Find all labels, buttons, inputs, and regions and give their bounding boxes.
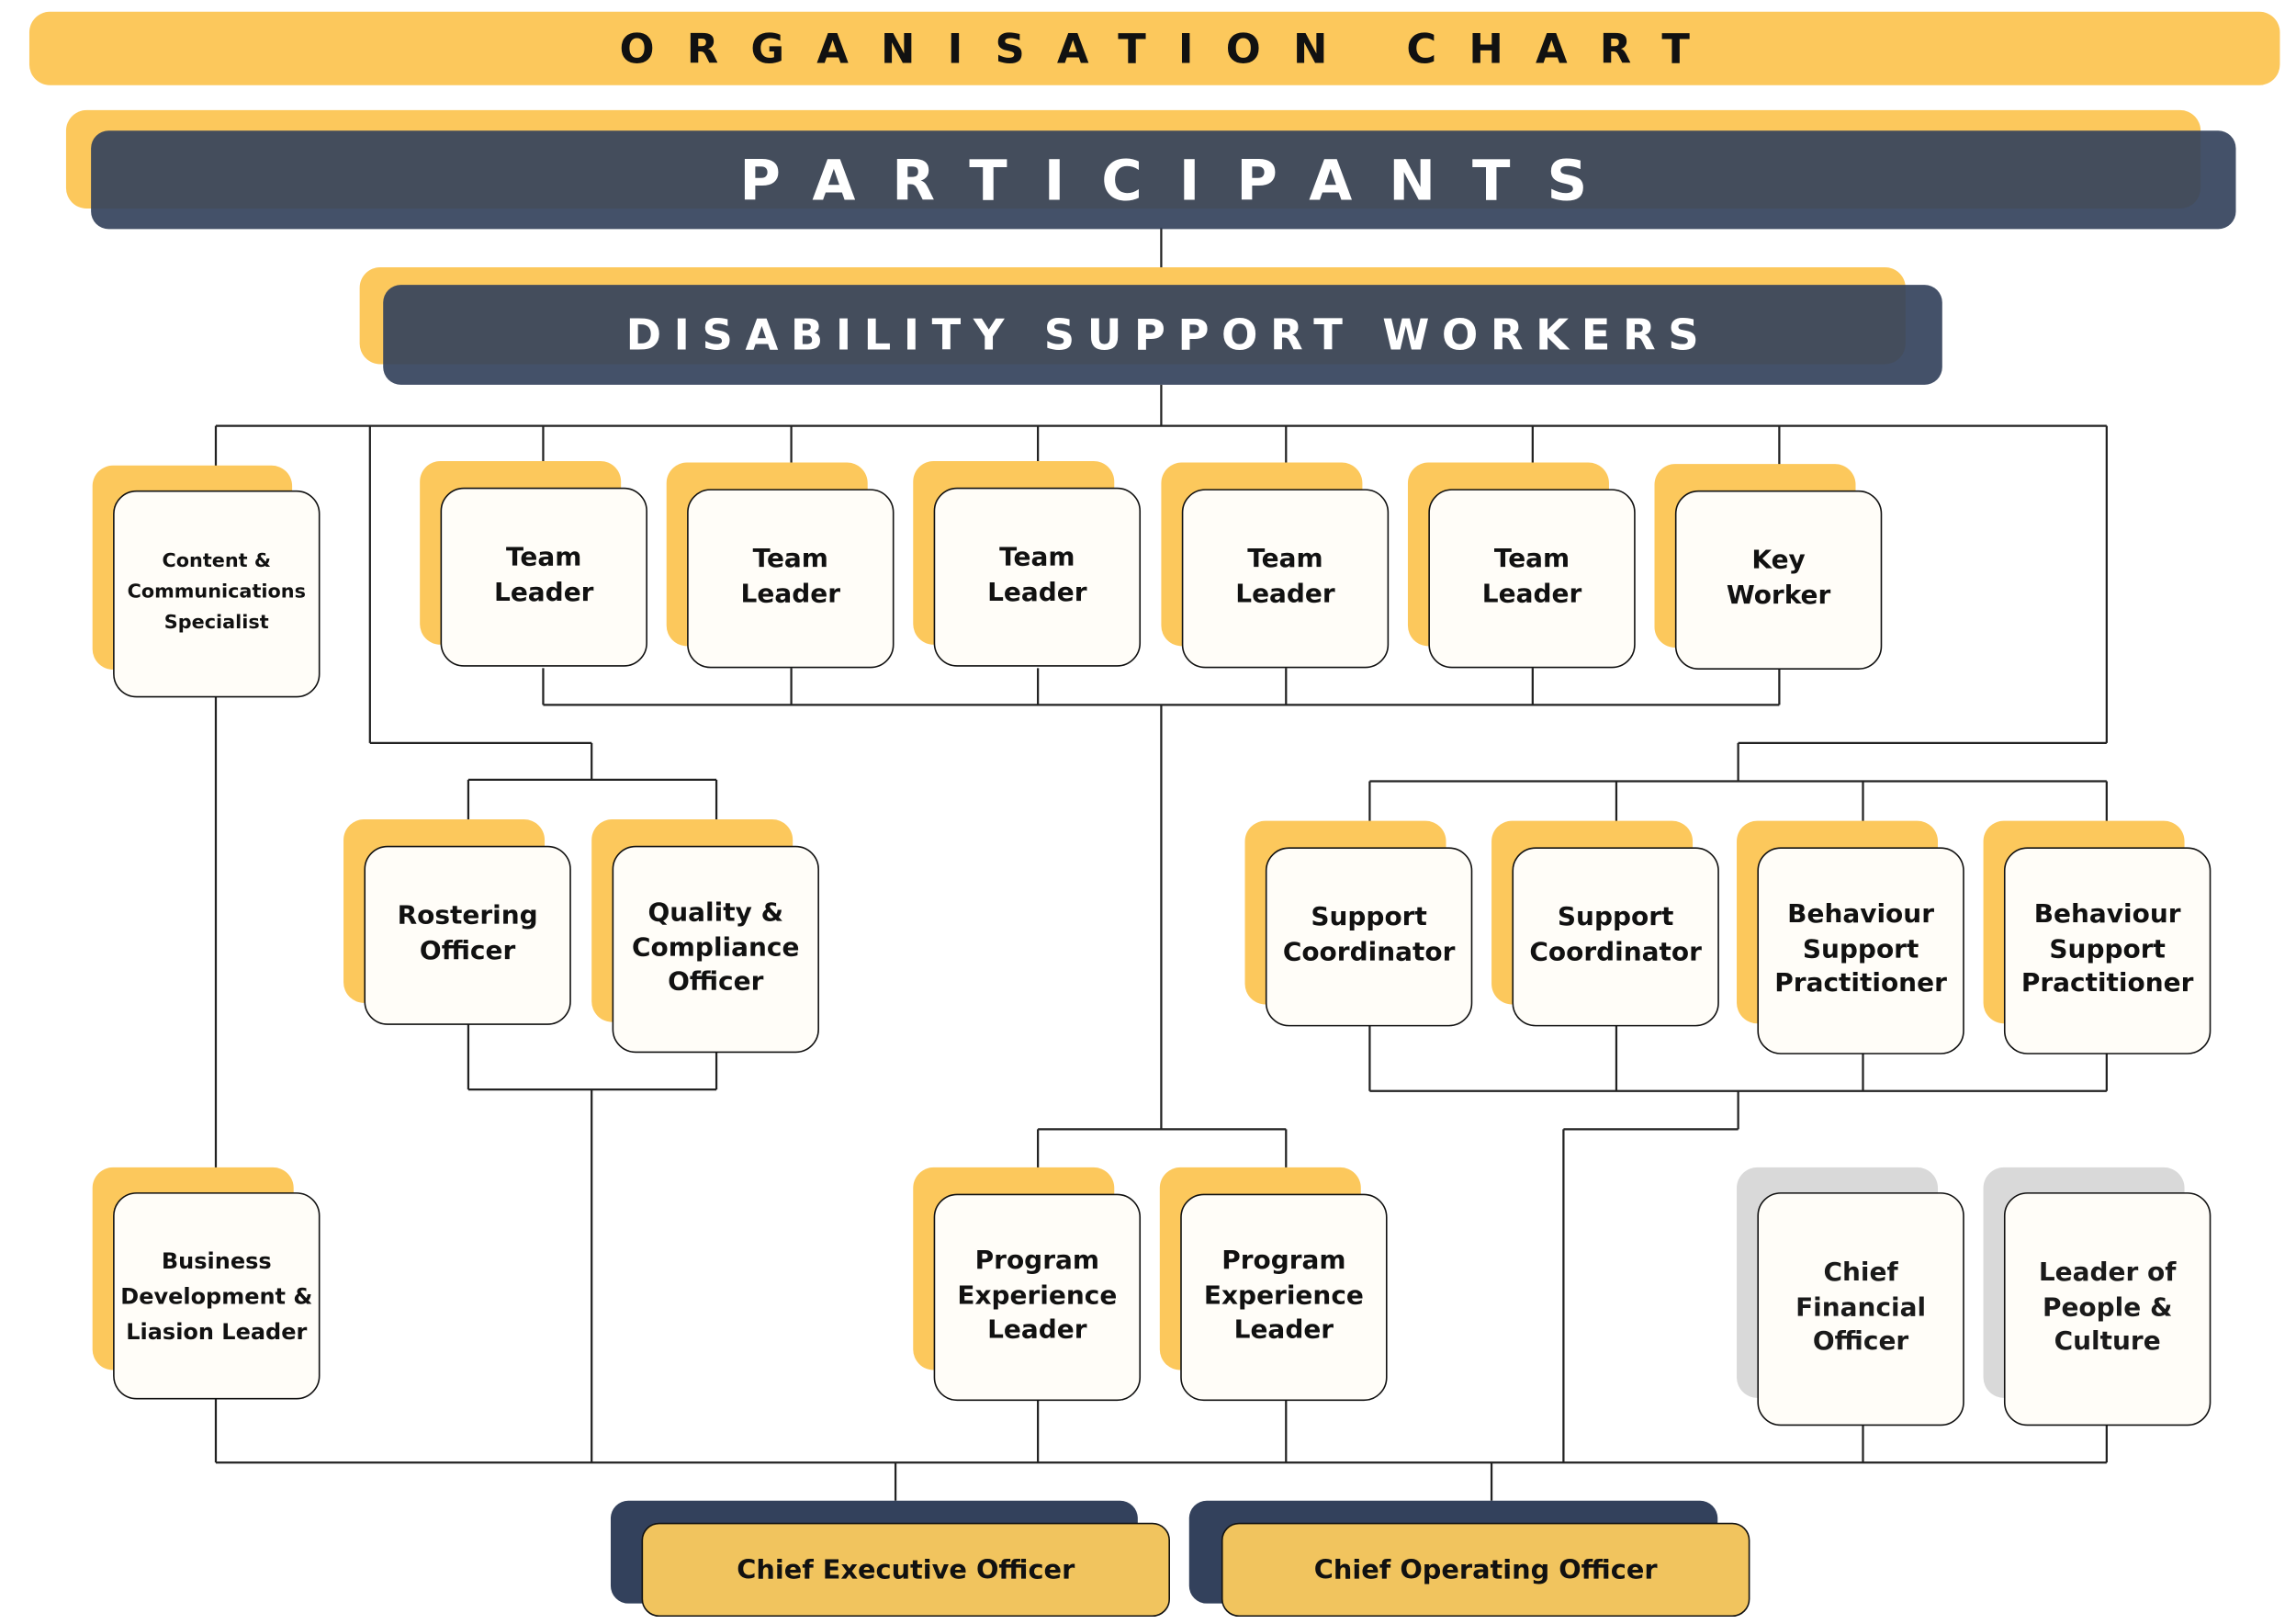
participants-banner: PARTICIPANTS <box>91 130 2236 230</box>
dsw-banner: DISABILITY SUPPORT WORKERS <box>383 285 1942 385</box>
role-card-team-leader: Team Leader <box>1181 489 1390 669</box>
role-card-team-leader: Team Leader <box>440 487 647 667</box>
role-card-program-experience-leader: Program Experience Leader <box>933 1193 1142 1402</box>
role-card-behaviour-support-practitioner: Behaviour Support Practitioner <box>1757 847 1964 1054</box>
role-card-behaviour-support-practitioner: Behaviour Support Practitioner <box>2003 847 2212 1054</box>
role-card-team-leader: Team Leader <box>1428 489 1636 669</box>
role-card-team-leader: Team Leader <box>933 487 1142 667</box>
role-card-key-worker: Key Worker <box>1674 490 1883 670</box>
role-card-business-development: Business Development & Liasion Leader <box>113 1192 321 1400</box>
role-card-rostering-officer: Rostering Officer <box>364 845 571 1025</box>
role-card-team-leader: Team Leader <box>687 489 895 669</box>
dsw-label: DISABILITY SUPPORT WORKERS <box>625 310 1712 360</box>
role-card-support-coordinator: Support Coordinator <box>1265 847 1473 1027</box>
chart-title: ORGANISATION CHART <box>619 24 1723 73</box>
role-card-quality-compliance-officer: Quality & Compliance Officer <box>612 845 819 1054</box>
participants-label: PARTICIPANTS <box>739 147 1625 212</box>
role-card-leader-people-culture: Leader of People & Culture <box>2003 1192 2212 1427</box>
ceo-box: Chief Executive Officer <box>641 1522 1171 1618</box>
role-card-program-experience-leader: Program Experience Leader <box>1180 1193 1388 1402</box>
role-card-content-communications: Content & Communications Specialist <box>113 490 321 698</box>
coo-box: Chief Operating Officer <box>1221 1522 1750 1618</box>
title-banner: ORGANISATION CHART <box>28 11 2280 85</box>
role-card-chief-financial-officer: Chief Financial Officer <box>1757 1192 1964 1427</box>
role-card-support-coordinator: Support Coordinator <box>1512 847 1719 1027</box>
